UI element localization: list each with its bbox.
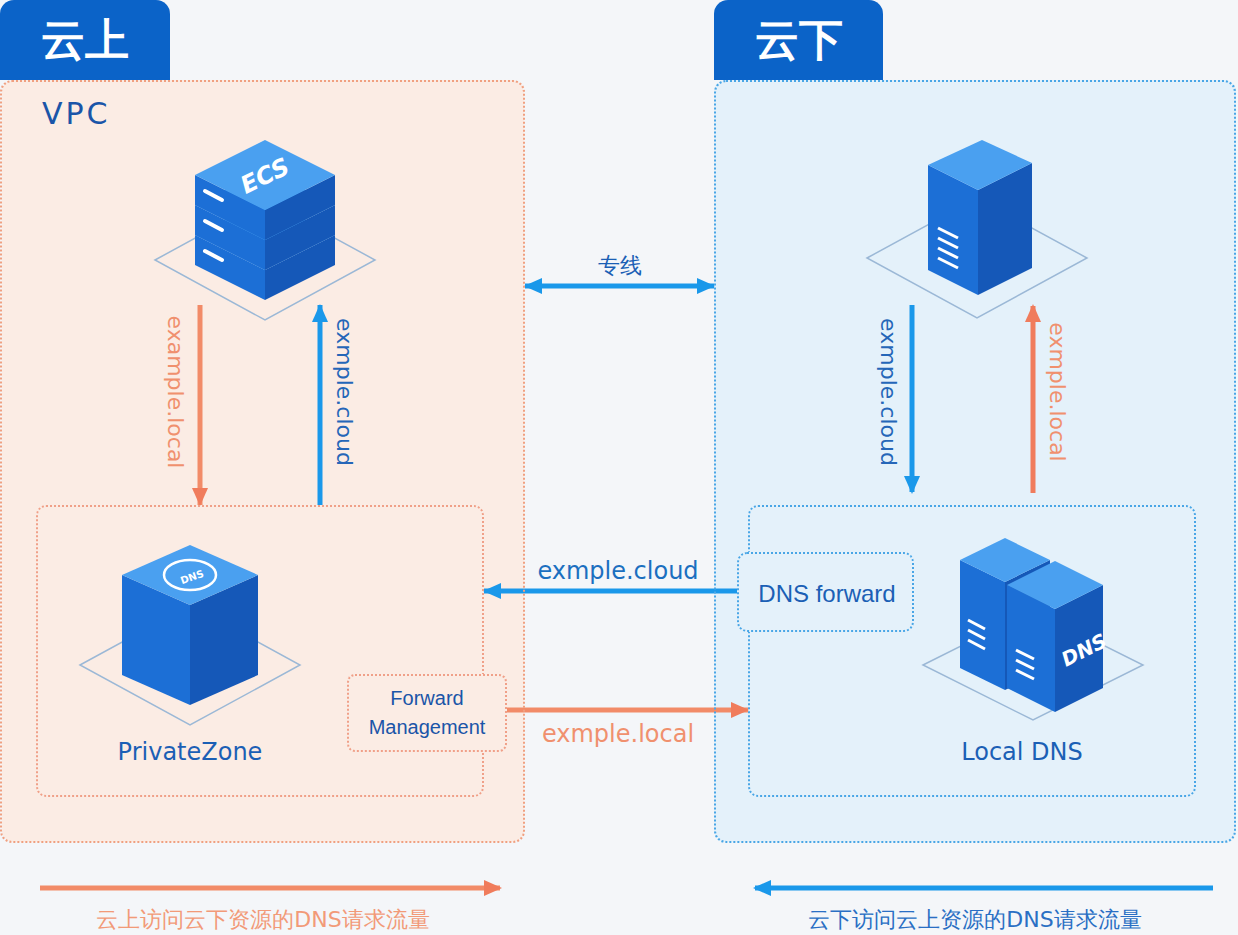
flow-arrow: [525, 284, 714, 289]
privatezone-icon: [80, 545, 300, 725]
dns-area: DNSPrivateZoneForward Management: [36, 505, 484, 797]
node-label: PrivateZone: [118, 738, 263, 766]
legend-text: 云下访问云上资源的DNS请求流量: [808, 905, 1141, 935]
ecs-server: ECS: [195, 140, 335, 305]
dns-area: DNS Local DNS DNS forward: [748, 505, 1196, 797]
legend-arrow: [40, 886, 500, 891]
flow-arrow: [484, 589, 737, 594]
legend-arrow: [755, 886, 1213, 891]
node-label: Forward Management: [355, 684, 499, 742]
local-dns-icon: [923, 538, 1143, 720]
edge-label: example.local: [163, 316, 188, 469]
cloud-region: 云上 VPC ECS DNS PrivateZone Forward Management: [0, 0, 525, 843]
region-tab: 云下: [714, 0, 883, 80]
node-label: Local DNS: [961, 738, 1083, 766]
edge-label: 专线: [598, 251, 642, 281]
node-label: DNS: [1057, 628, 1110, 671]
onprem-region: 云下 DNS Local DNS DNS forward: [714, 0, 1238, 843]
ecs-icon: [155, 140, 375, 320]
edge-label: exmple.cloud: [332, 318, 357, 466]
arrow-label: exmple.cloud: [876, 318, 901, 466]
flow-arrow: [198, 305, 203, 505]
forward-box: DNS forward: [737, 552, 914, 632]
region-frame: [714, 80, 1236, 843]
forward-box: Forward Management: [347, 674, 507, 752]
query-arrow: [910, 305, 915, 492]
server-icon: [867, 140, 1087, 318]
region-tab: 云上: [0, 0, 170, 80]
node-label: ECS: [236, 152, 294, 199]
arrow-label: exmple.local: [1045, 322, 1070, 461]
answer-arrow: [1031, 306, 1036, 493]
node-label: DNS: [179, 568, 205, 587]
legend-text: 云上访问云下资源的DNS请求流量: [96, 905, 429, 935]
node-label: DNS forward: [758, 580, 895, 608]
flow-arrow: [318, 305, 323, 505]
edge-label: exmple.local: [542, 720, 694, 748]
node-label: VPC: [42, 96, 111, 131]
edge-label: exmple.cloud: [537, 557, 698, 585]
flow-arrow: [507, 708, 748, 713]
